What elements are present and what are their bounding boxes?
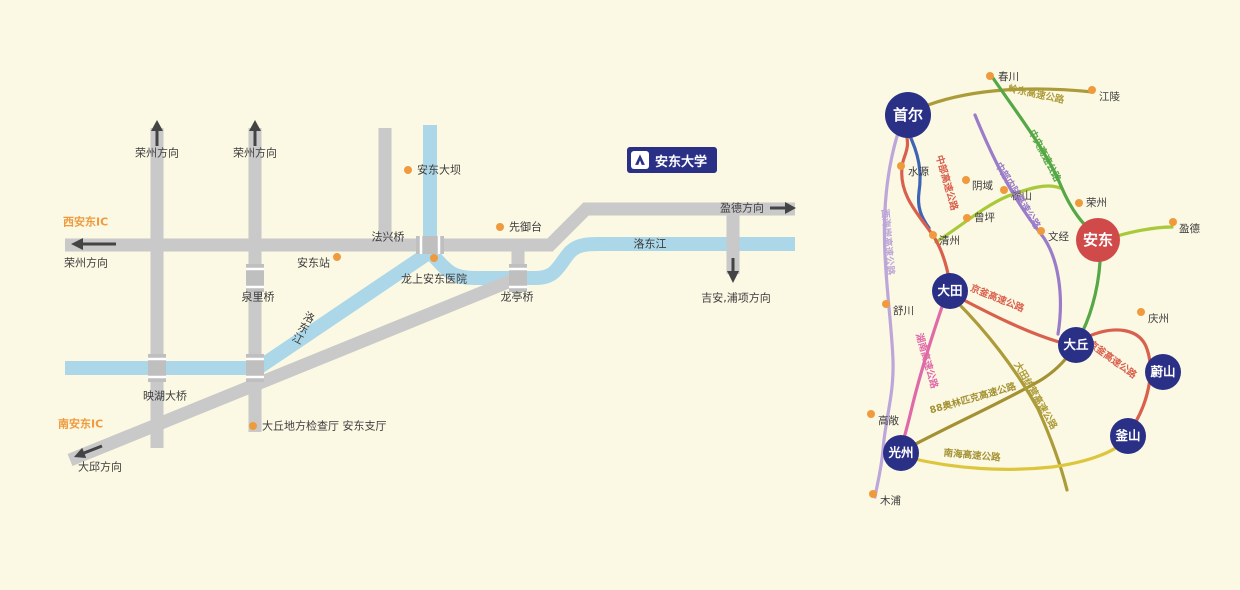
town-dot (986, 72, 994, 80)
town-label: 春川 (998, 70, 1019, 83)
direction-label: 荣州方向 (233, 146, 277, 160)
bridge-label: 泉里桥 (241, 290, 275, 304)
line-cheongju-goesan (934, 184, 1062, 244)
line-gyeongbu-mid (956, 295, 1061, 344)
highway-label: 岭东高速公路 (1007, 83, 1066, 107)
line-andong-yeongdeok (1115, 225, 1174, 238)
direction-arrows (71, 120, 796, 458)
poi-dot (404, 166, 412, 174)
city-marker: 釜山 (1110, 418, 1146, 454)
town-label: 盈德 (1179, 222, 1200, 235)
ic-label: 南安东IC (58, 417, 104, 431)
bridge-label: 映湖大桥 (143, 389, 187, 403)
town-label: 阴域 (972, 179, 993, 192)
highway-label: 88奥林匹克高速公路 (928, 381, 1018, 417)
bridge-symbol (416, 236, 444, 254)
town-dot (897, 162, 905, 170)
university-badge-label: 安东大学 (655, 154, 708, 170)
town-dot (867, 410, 875, 418)
direction-label: 吉安,浦项方向 (701, 291, 771, 305)
bridge-symbol (509, 264, 527, 292)
bridge-symbols (148, 236, 527, 382)
river-label: 洛东江 (288, 309, 318, 347)
bridge-symbol (246, 264, 264, 292)
city-marker: 光州 (883, 435, 919, 471)
poi-dot (333, 253, 341, 261)
poi-label: 安东大坝 (417, 163, 461, 177)
town-dot (1000, 186, 1008, 194)
poi-dot (496, 223, 504, 231)
town-dot (1075, 199, 1083, 207)
town-dot (1037, 227, 1045, 235)
town-dot (869, 490, 877, 498)
town-dot (962, 176, 970, 184)
highway-label: 中央高速公路 (1025, 128, 1063, 184)
town-label: 江陵 (1099, 90, 1120, 103)
town-label: 荣州 (1086, 196, 1107, 209)
poi-dot (249, 422, 257, 430)
university-badge: 安东大学 (627, 147, 718, 173)
poi-dot (430, 254, 438, 262)
city-marker: 大丘 (1058, 327, 1094, 363)
city-marker: 首尔 (885, 92, 931, 138)
city-marker: 大田 (932, 273, 968, 309)
direction-label: 大邱方向 (78, 460, 122, 474)
town-dot (929, 231, 937, 239)
highway-label: 京釜高速公路 (968, 282, 1026, 315)
highway-label: 湖南高速公路 (913, 332, 940, 390)
line-jungbu (906, 130, 931, 230)
town-label: 曾坪 (974, 211, 995, 224)
town-dot (1137, 308, 1145, 316)
line-jungang-north (991, 76, 1097, 237)
bridge-label: 法兴桥 (371, 230, 405, 244)
town-label: 槐山 (1011, 189, 1032, 202)
line-seohaean (873, 131, 900, 499)
direction-label: 荣州方向 (135, 146, 179, 160)
line-namhae (908, 442, 1123, 471)
bridge-symbol (148, 354, 166, 382)
ic-label: 西安东IC (63, 215, 109, 229)
direction-label: 盈德方向 (720, 201, 764, 215)
bridge-symbol (246, 354, 264, 382)
line-gyeongbu-north (900, 128, 952, 286)
town-label: 木浦 (880, 494, 901, 507)
town-label: 清州 (939, 234, 960, 247)
line-gyeongbu-south (1085, 328, 1152, 430)
poi-label: 先御台 (509, 220, 542, 234)
line-88olympic (906, 350, 1073, 450)
line-yeongdong (926, 87, 1095, 107)
city-marker: 蔚山 (1145, 354, 1181, 390)
town-label: 文经 (1048, 230, 1069, 243)
bridge-label: 龙亭桥 (500, 290, 534, 304)
town-label: 水源 (908, 165, 929, 178)
highway-label: 南海高速公路 (943, 447, 1001, 464)
direction-label: 荣州方向 (64, 256, 108, 270)
town-label: 高敞 (878, 414, 899, 427)
university-logo-icon (631, 151, 649, 169)
poi-label: 安东站 (297, 256, 330, 270)
highway-label: 西海岸高速公路 (878, 208, 896, 276)
river-label: 洛东江 (633, 237, 667, 251)
town-dot (882, 300, 890, 308)
city-marker: 安东 (1076, 218, 1120, 262)
highway-label: 大田统营高速公路 (1011, 360, 1059, 432)
town-label: 庆州 (1148, 312, 1169, 325)
town-dot (1088, 86, 1096, 94)
town-dot (1169, 218, 1177, 226)
highway-label: 中部高速公路 (933, 154, 960, 212)
poi-label: 大丘地方检查厅 安东支厅 (262, 419, 387, 433)
town-dot (963, 214, 971, 222)
poi-label: 龙上安东医院 (401, 272, 467, 286)
highway-label: 中部内陆高速公路 (992, 160, 1043, 232)
town-label: 舒川 (893, 304, 914, 317)
